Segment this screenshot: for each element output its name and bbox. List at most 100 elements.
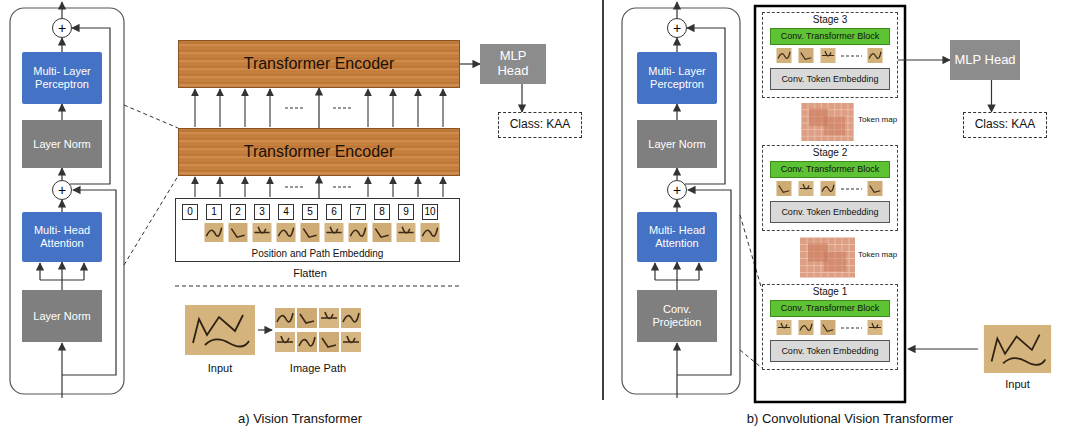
position-number: 10 [422, 204, 438, 220]
stage-box: Stage 2 Conv. Transformer BlockConv. Toke… [762, 145, 898, 231]
connector-arrow [676, 104, 677, 120]
node-text: 2 [235, 206, 241, 218]
node-text: 3 [259, 206, 265, 218]
input-image [185, 305, 255, 355]
position-number: 4 [278, 204, 294, 220]
node-text: 5 [307, 206, 313, 218]
sum-circle: + [52, 180, 72, 200]
output-arrow [676, 2, 677, 18]
connector-arrow [676, 200, 677, 212]
text-label: Image Path [268, 362, 368, 375]
embedding-bar: Conv. Token Embedding [770, 340, 890, 362]
connector-arrow [61, 168, 62, 180]
position-number: 6 [326, 204, 342, 220]
leader-line [124, 176, 178, 265]
block-outline [10, 8, 124, 394]
process-box: Multi- Head Attention [22, 212, 102, 262]
node-text: Position and Path Embedding [252, 248, 384, 260]
node-text: 0 [187, 206, 193, 218]
position-number: 0 [182, 204, 198, 220]
sum-circle: + [667, 18, 687, 38]
class-box: Class: KAA [963, 112, 1047, 138]
norm-box: Layer Norm [22, 290, 102, 342]
connector-arrow [61, 38, 62, 52]
node-text: Conv. Token Embedding [781, 207, 878, 217]
leader-line [740, 350, 762, 368]
divider [602, 0, 604, 400]
token-map-image [801, 103, 853, 141]
caption: b) Convolutional Vision Transformer [650, 412, 1050, 427]
node-text: Stage 1 [813, 286, 847, 298]
node-text: 7 [355, 206, 361, 218]
embedding-bar: Conv. Token Embedding [770, 68, 890, 90]
process-box: Multi- Layer Perceptron [637, 52, 717, 104]
text-label: Flatten [260, 267, 360, 280]
output-arrow [61, 2, 62, 18]
split-arrow [698, 263, 699, 280]
leader-line [740, 215, 762, 290]
node-text: Class: KAA [510, 118, 571, 132]
node-text: Multi- Head Attention [641, 224, 713, 249]
input-arrow [908, 348, 978, 349]
node-text: Conv. Transformer Block [781, 164, 879, 174]
connector-arrow [676, 262, 677, 290]
node-text: 10 [424, 206, 435, 218]
node-text: Conv. Projection [641, 303, 713, 328]
node-text: Multi- Layer Perceptron [641, 65, 713, 90]
node-text: Layer Norm [648, 138, 705, 151]
position-number: 3 [254, 204, 270, 220]
input-arrow [61, 343, 62, 398]
caption: a) Vision Transformer [150, 412, 450, 427]
node-text: MLP Head [484, 49, 542, 79]
node-text: Layer Norm [33, 138, 90, 151]
text-label: Input [185, 362, 255, 375]
block-outline [622, 8, 740, 394]
connector-arrow [318, 88, 319, 128]
node-text: Stage 2 [813, 147, 847, 159]
embedding-box: Position and Path Embedding 0 1 2 3 4 5 6 7 8 9 10 [175, 198, 460, 262]
split-arrow [83, 263, 84, 280]
connector-arrow [61, 262, 62, 290]
node-text: 8 [379, 206, 385, 218]
position-number: 9 [398, 204, 414, 220]
node-text: Layer Norm [33, 310, 90, 323]
token-map-image [800, 238, 855, 278]
node-text: Conv. Token Embedding [781, 346, 878, 356]
split-arrow [39, 263, 40, 280]
block-box: Conv. Transformer Block [770, 161, 890, 178]
node-text: Multi- Head Attention [26, 224, 98, 249]
class-box: Class: KAA [498, 112, 582, 138]
connector-arrow [991, 80, 992, 112]
embedding-bar: Conv. Token Embedding [770, 201, 890, 223]
patch-strip [205, 223, 440, 242]
node-text: Transformer Encoder [244, 143, 395, 161]
connector-arrow [460, 63, 480, 64]
node-text: Stage 3 [813, 14, 847, 26]
position-number: 1 [206, 204, 222, 220]
process-box: Multi- Layer Perceptron [22, 52, 102, 104]
split-arrow [654, 263, 655, 280]
position-number: 7 [350, 204, 366, 220]
image-patches [275, 308, 361, 352]
stage-box: Stage 3 Conv. Transformer BlockConv. Toke… [762, 12, 898, 98]
encoder-band: Transformer Encoder [178, 128, 460, 176]
block-box: Conv. Transformer Block [770, 300, 890, 317]
position-number: 8 [374, 204, 390, 220]
connector-arrow [521, 84, 522, 112]
node-text: Class: KAA [975, 118, 1036, 132]
connector-arrow [676, 38, 677, 52]
leader-line [124, 105, 178, 128]
node-text: MLP Head [954, 53, 1015, 68]
node-text: + [58, 183, 66, 197]
norm-box: Conv. Projection [637, 290, 717, 342]
input-image [984, 325, 1051, 373]
node-text: 9 [403, 206, 409, 218]
position-number: 5 [302, 204, 318, 220]
encoder-band: Transformer Encoder [178, 40, 460, 88]
flatten-line [175, 286, 460, 287]
node-text: Conv. Transformer Block [781, 31, 879, 41]
node-text: 1 [211, 206, 217, 218]
input-arrow [676, 343, 677, 398]
sum-circle: + [667, 180, 687, 200]
